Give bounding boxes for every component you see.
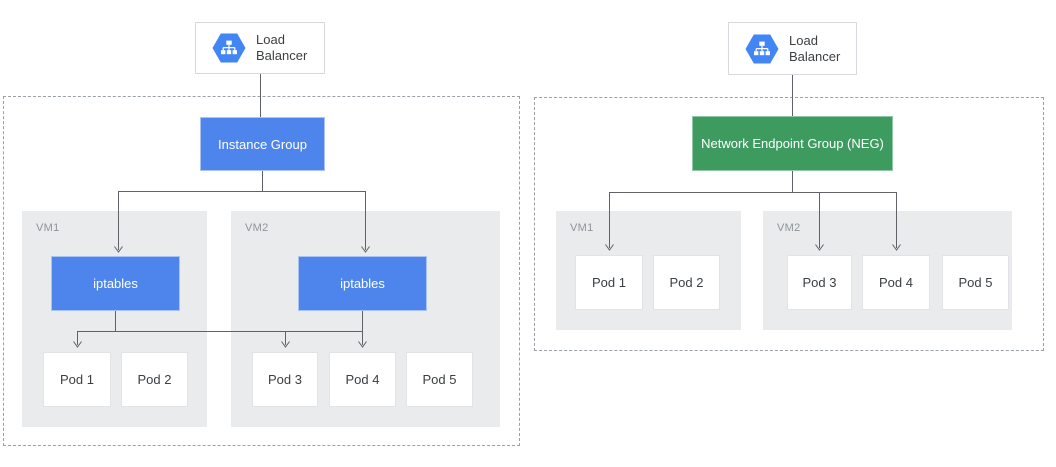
load-balancer-node-right: Load Balancer — [728, 22, 857, 75]
pod-node: Pod 3 — [787, 255, 852, 310]
pod-node: Pod 5 — [942, 255, 1009, 310]
network-endpoint-group-node: Network Endpoint Group (NEG) — [692, 116, 893, 171]
pod-node: Pod 4 — [862, 255, 930, 310]
pod-node: Pod 2 — [653, 255, 720, 310]
vm2-label-right: VM2 — [777, 222, 801, 234]
load-balancer-icon — [212, 33, 246, 63]
cluster-boundary-left — [3, 96, 520, 446]
pod-node: Pod 1 — [575, 255, 643, 310]
instance-group-node: Instance Group — [200, 117, 325, 171]
cluster-boundary-right — [534, 97, 1044, 351]
pod-node: Pod 5 — [406, 352, 473, 407]
pod-node: Pod 1 — [43, 352, 111, 407]
pod-node: Pod 2 — [121, 352, 188, 407]
vm2-label-left: VM2 — [245, 222, 269, 234]
load-balancer-icon — [745, 34, 779, 63]
load-balancer-label: Load Balancer — [256, 32, 308, 63]
pod-node: Pod 4 — [329, 352, 396, 407]
iptables-node-vm2: iptables — [298, 256, 427, 311]
vm1-label-right: VM1 — [570, 222, 594, 234]
load-balancer-label: Load Balancer — [789, 32, 841, 64]
iptables-node-vm1: iptables — [51, 256, 180, 311]
load-balancer-node-left: Load Balancer — [195, 22, 325, 74]
vm1-label-left: VM1 — [36, 222, 60, 234]
pod-node: Pod 3 — [252, 352, 318, 407]
